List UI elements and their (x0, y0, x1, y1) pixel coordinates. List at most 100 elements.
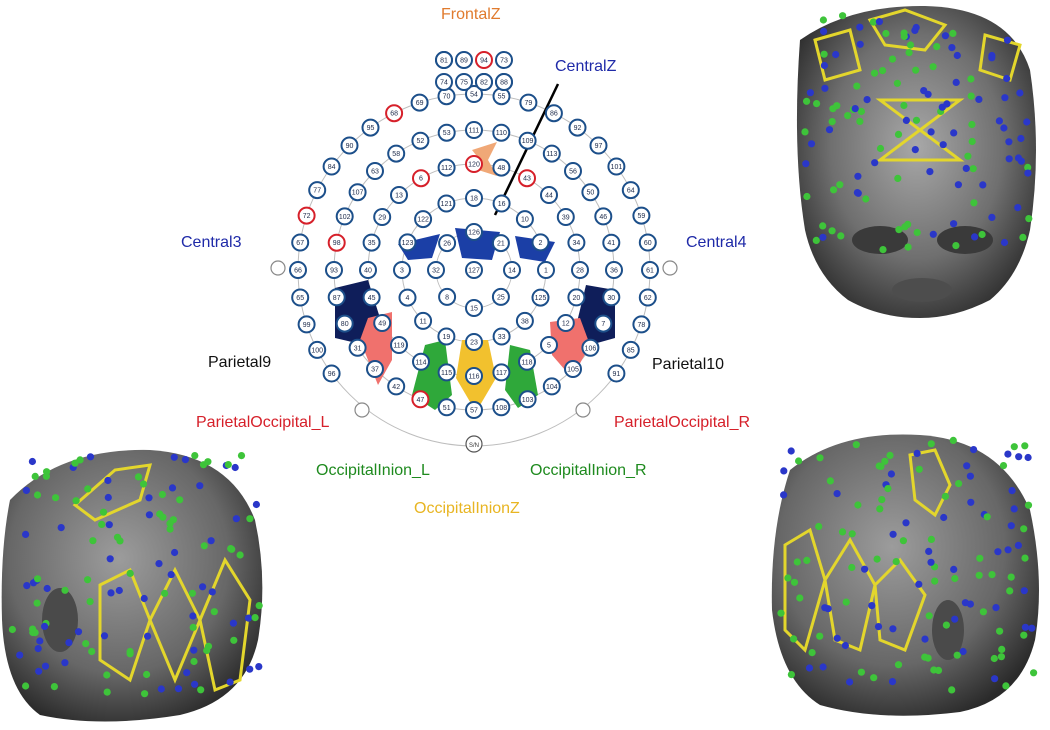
electrode-node (465, 261, 483, 279)
electrode: 56 (564, 162, 582, 180)
electrode-node (348, 183, 367, 202)
electrode-node (398, 233, 417, 252)
electrode-node (335, 207, 354, 226)
electrode-label: 79 (525, 100, 533, 107)
sensor-dot (955, 480, 963, 488)
sensor-dot (853, 82, 861, 90)
head-shape (1, 449, 263, 722)
sensor-dot (902, 116, 911, 124)
electrode-node (632, 315, 651, 334)
marker-right-lower (575, 402, 591, 418)
electrode-node (589, 136, 608, 155)
sensor-dot (176, 496, 184, 504)
sensor-dot (870, 69, 879, 77)
electrode: 100 (308, 340, 327, 359)
electrode-label: 90 (346, 143, 354, 150)
sensor-dot (107, 589, 115, 597)
electrode: 72 (297, 206, 316, 225)
sensor-dot (1002, 682, 1010, 690)
sensor-dot (869, 18, 878, 26)
electrode-node (518, 131, 537, 150)
sensor-dot (913, 228, 921, 237)
sensor-dot (988, 213, 996, 221)
sensor-dot (1014, 154, 1023, 162)
electrode-node (581, 183, 600, 202)
label-occipital-inion-l: OccipitalInion_L (316, 462, 430, 479)
electrode: 96 (322, 364, 341, 383)
electrode: 106 (581, 338, 600, 357)
sensor-dot (969, 165, 977, 173)
sensor-dot (796, 594, 804, 602)
electrode-label: 107 (352, 190, 364, 197)
electrode: 23 (465, 333, 483, 351)
sensor-dot (828, 118, 836, 126)
electrode-node (327, 233, 346, 252)
electrode-node (291, 288, 310, 307)
electrode: 29 (373, 208, 392, 226)
electrode-node (475, 73, 493, 91)
sensor-dot (1007, 573, 1015, 581)
sensor-dot (181, 456, 189, 464)
electrode: 32 (427, 261, 445, 279)
electrode-label: 102 (339, 214, 351, 221)
sensor-dot (816, 632, 824, 640)
sensor-dot (50, 683, 59, 691)
electrode-label: 110 (496, 130, 507, 137)
sensor-dot (853, 189, 862, 197)
electrode: 5 (540, 336, 558, 354)
electrode-label: 111 (469, 128, 480, 135)
marker-right (662, 260, 678, 276)
label-frontal-z: FrontalZ (441, 6, 501, 23)
electrode: 64 (621, 181, 640, 200)
electrode-label: 33 (498, 334, 506, 341)
sensor-dot (36, 637, 44, 645)
electrode-node (387, 144, 406, 163)
sensor-dot (868, 602, 876, 610)
electrode-label: 93 (330, 268, 338, 275)
electrode: 115 (437, 363, 456, 382)
sensor-dot (61, 586, 69, 594)
label-parietal10: Parietal10 (652, 356, 725, 373)
sensor-dot (887, 470, 896, 478)
sensor-dot (950, 565, 958, 574)
sensor-dot (156, 510, 164, 518)
electrode: 8 (438, 287, 457, 306)
electrode-label: 77 (313, 188, 321, 195)
sensor-dot (953, 51, 961, 60)
electrode-node (373, 208, 392, 226)
sensor-dot (1008, 487, 1016, 495)
sensor-dot (950, 220, 958, 228)
sensor-dot (230, 636, 238, 644)
electrode: 46 (594, 207, 613, 226)
sensor-dot (191, 680, 199, 688)
electrode-node (568, 118, 587, 137)
label-central4: Central4 (686, 234, 747, 251)
electrode-node (398, 288, 417, 307)
electrode-node (455, 51, 473, 69)
sensor-dot (995, 117, 1004, 125)
electrode-node (632, 206, 651, 225)
electrode: 109 (518, 131, 537, 150)
sensor-dot (959, 647, 967, 656)
electrode-node (540, 186, 558, 204)
head-render-left-rear (1, 449, 263, 722)
electrode: 122 (414, 210, 433, 229)
sensor-dot (899, 537, 908, 545)
electrode-node (567, 233, 586, 252)
electrode: 7 (594, 314, 613, 333)
electrode: 50 (581, 183, 600, 202)
electrode: 49 (373, 314, 392, 332)
sensor-dot (820, 61, 829, 70)
sensor-dot (844, 112, 852, 120)
electrode-node (385, 104, 404, 123)
electrode-label: 94 (480, 58, 488, 65)
sensor-dot (1019, 233, 1027, 241)
electrode-label: 123 (402, 240, 414, 247)
electrode-label: 65 (296, 295, 304, 302)
sensor-dot (961, 599, 970, 607)
electrode-label: 80 (341, 321, 349, 328)
electrode-label: 13 (395, 193, 403, 200)
electrode-label: 28 (576, 268, 584, 275)
electrode: 15 (465, 299, 483, 317)
ear (932, 600, 964, 660)
